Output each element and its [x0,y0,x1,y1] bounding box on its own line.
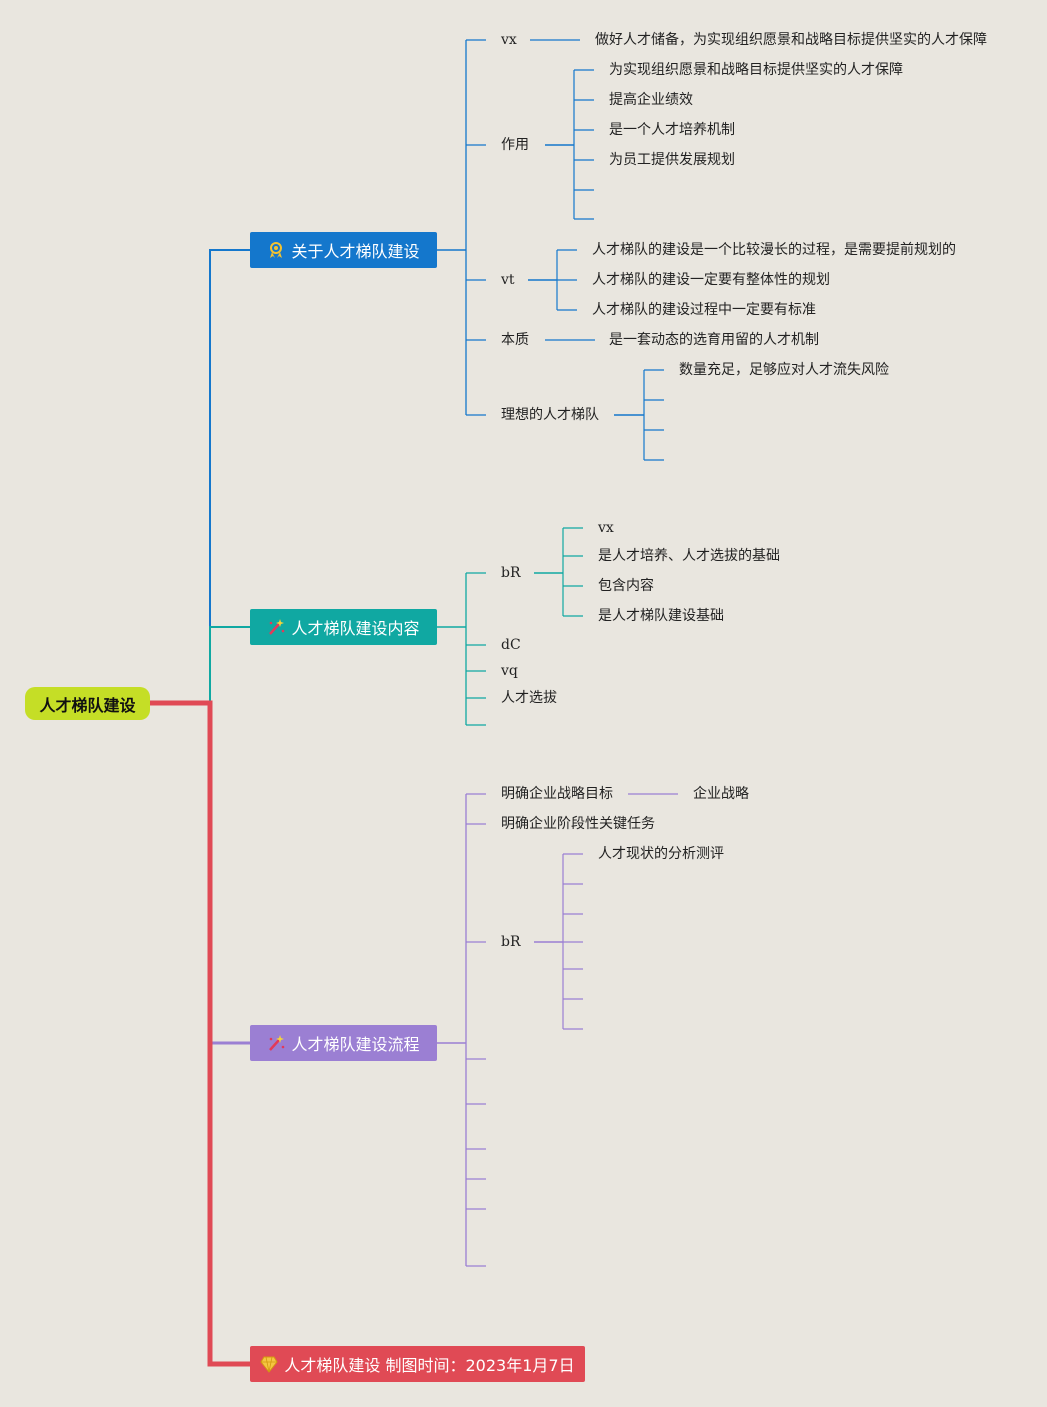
branch-label: 人才梯队建设流程 [291,1035,420,1054]
root-node[interactable]: 人才梯队建设 [25,687,150,720]
level2-node[interactable]: vx [501,32,517,48]
level3-node[interactable]: 包含内容 [598,578,654,594]
level3-node[interactable]: 企业战略 [693,786,749,802]
level2-node[interactable]: 作用 [501,137,529,153]
root-to-branch-2-line [209,626,250,703]
root-to-branch-3-line [150,701,250,1045]
level2-node[interactable]: 明确企业战略目标 [501,786,613,802]
magic-wand-icon [267,618,285,636]
diamond-icon [260,1355,279,1373]
branch-node-2[interactable]: 人才梯队建设内容 [250,609,437,645]
root-to-branch-4-line [150,700,250,1367]
level3-node[interactable]: 为员工提供发展规划 [609,152,735,168]
level3-node[interactable]: 是一套动态的选育用留的人才机制 [609,332,819,348]
level3-node[interactable]: 人才梯队的建设是一个比较漫长的过程，是需要提前规划的 [592,242,956,258]
level2-node[interactable]: 明确企业阶段性关键任务 [501,816,655,832]
level2-node[interactable]: 理想的人才梯队 [501,407,599,423]
level2-node[interactable]: dC [501,637,521,653]
level3-node[interactable]: vx [598,520,614,536]
root-to-branch-1-line [150,249,250,704]
branch-label: 人才梯队建设 制图时间：2023年1月7日 [284,1356,575,1375]
magic-wand-icon [267,1034,285,1052]
level3-node[interactable]: 是人才培养、人才选拔的基础 [598,548,780,564]
branch-label: 关于人才梯队建设 [291,242,420,261]
level2-node[interactable]: bR [501,565,521,581]
level3-node[interactable]: 为实现组织愿景和战略目标提供坚实的人才保障 [609,62,903,78]
branch-node-3[interactable]: 人才梯队建设流程 [250,1025,437,1061]
branch-node-1[interactable]: 关于人才梯队建设 [250,232,437,268]
level3-node[interactable]: 人才现状的分析测评 [598,846,724,862]
level2-node[interactable]: 人才选拔 [501,690,557,706]
level3-node[interactable]: 是人才梯队建设基础 [598,608,724,624]
level3-node[interactable]: 数量充足，足够应对人才流失风险 [679,362,889,378]
level2-node[interactable]: vt [501,272,515,288]
level2-node[interactable]: 本质 [501,332,529,348]
level3-node[interactable]: 是一个人才培养机制 [609,122,735,138]
level3-node[interactable]: 人才梯队的建设过程中一定要有标准 [592,302,816,318]
branch-node-4[interactable]: 人才梯队建设 制图时间：2023年1月7日 [250,1346,585,1382]
level3-node[interactable]: 提高企业绩效 [609,92,693,108]
level3-node[interactable]: 做好人才储备，为实现组织愿景和战略目标提供坚实的人才保障 [595,32,987,48]
level2-node[interactable]: vq [501,663,518,679]
level3-node[interactable]: 人才梯队的建设一定要有整体性的规划 [592,272,830,288]
award-ribbon-icon [267,241,285,259]
level2-node[interactable]: bR [501,934,521,950]
branch-label: 人才梯队建设内容 [291,619,420,638]
